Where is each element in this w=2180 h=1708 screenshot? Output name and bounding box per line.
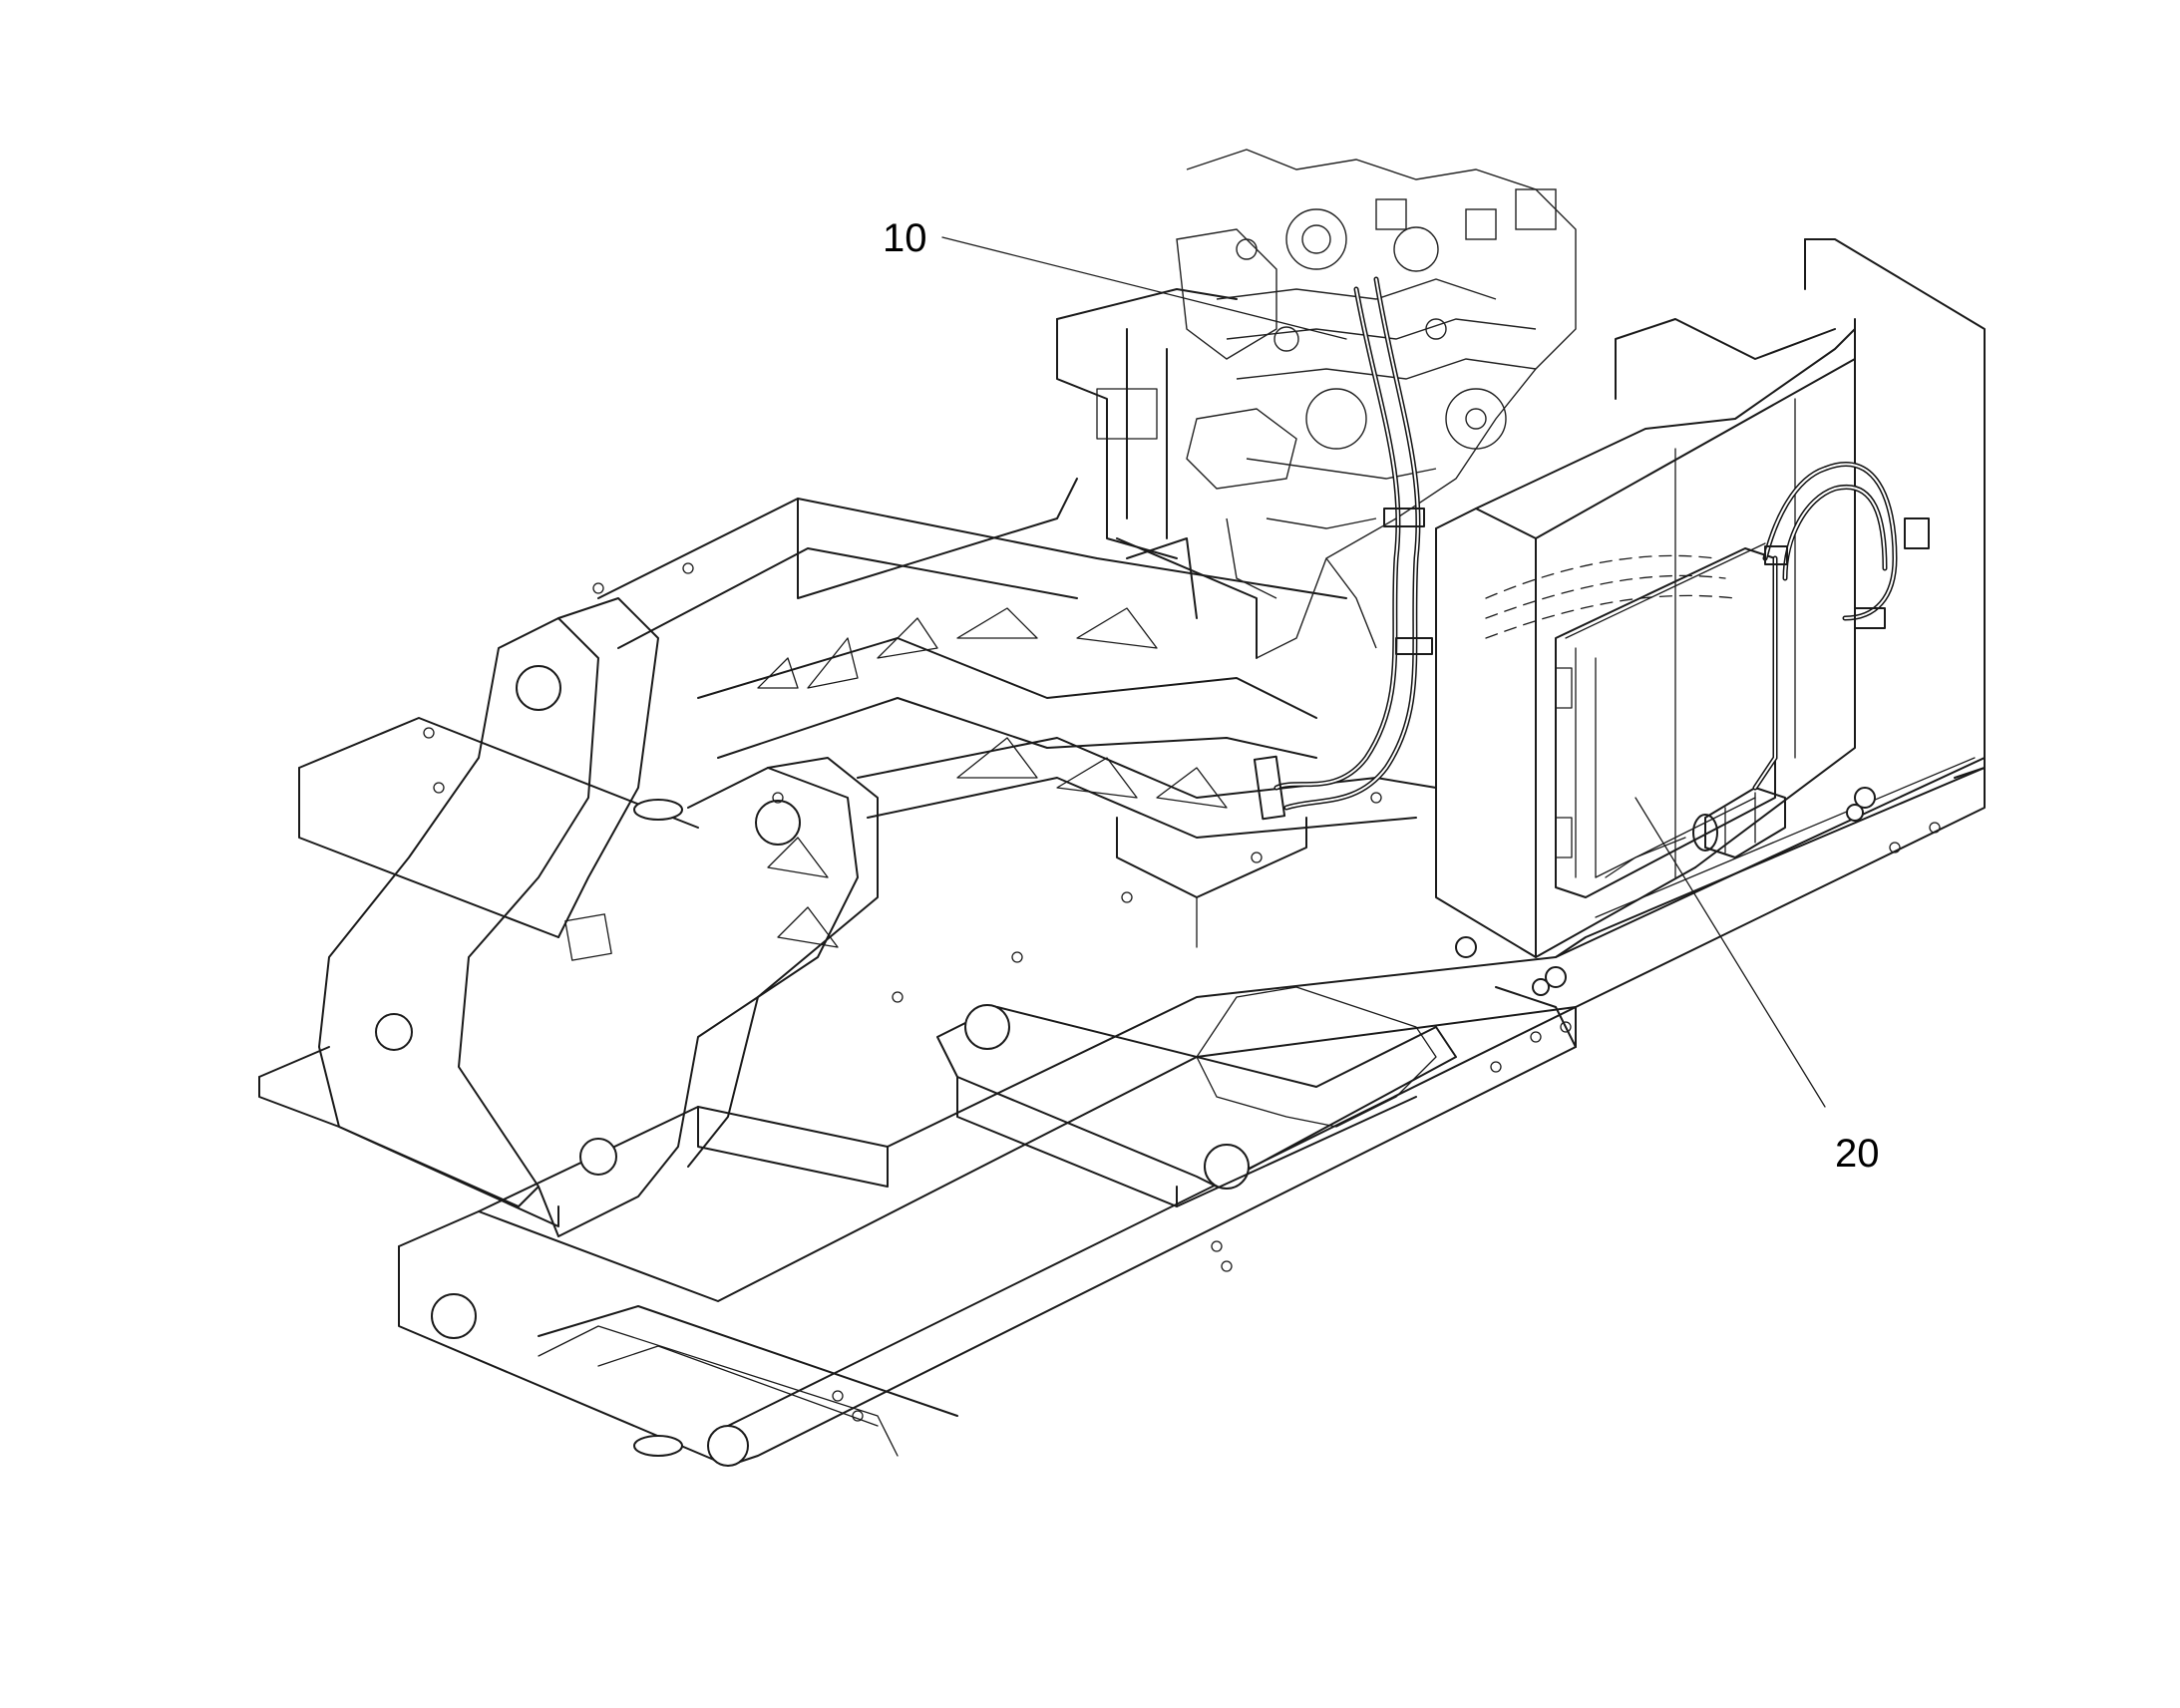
main-frame — [258, 478, 1986, 1467]
callout-20: 20 — [1635, 797, 1880, 1176]
callout-10: 10 — [883, 216, 1347, 340]
condenser — [1555, 547, 1776, 898]
callout-label-20: 20 — [1835, 1132, 1880, 1176]
bolt-marks — [423, 562, 1941, 1422]
ac-hoses — [1253, 276, 1930, 821]
engine-assembly — [1056, 149, 1577, 659]
cooling-package — [1435, 238, 1986, 988]
callout-label-10: 10 — [883, 216, 927, 260]
